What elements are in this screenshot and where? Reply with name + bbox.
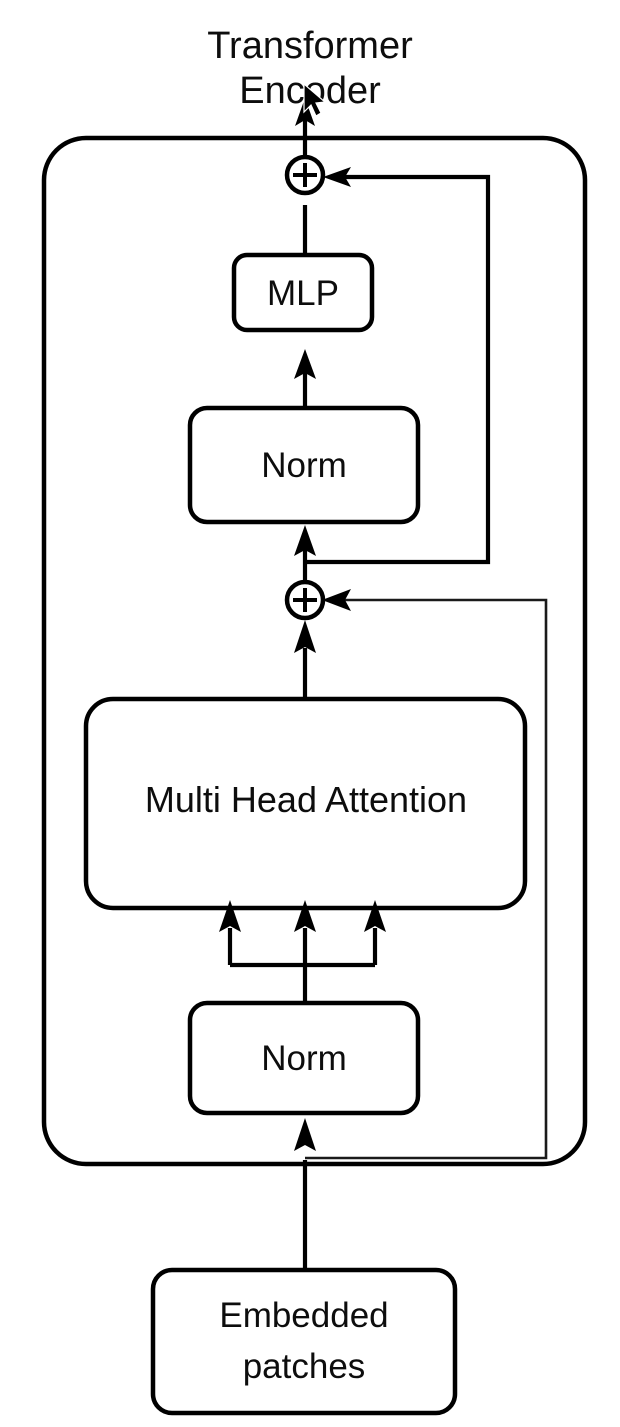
arrowhead-add-to-normtop — [294, 525, 316, 556]
diagram-title-line-1: Transformer — [207, 25, 413, 67]
residual-add-mlp — [284, 154, 326, 196]
node-norm-top-box[interactable] — [187, 405, 421, 525]
arrowhead-normtop-to-mlp — [294, 349, 316, 379]
node-embedded-patches-box[interactable] — [150, 1267, 458, 1416]
arrowhead-residual-attention — [322, 589, 351, 611]
node-embedded-patches-label-line-1: Embedded — [219, 1296, 388, 1335]
arrowhead-output — [295, 98, 315, 126]
node-embedded-patches-label-line-2: patches — [243, 1347, 366, 1386]
node-mlp-label: MLP — [267, 274, 339, 313]
node-multi-head-attention-label: Multi Head Attention — [145, 779, 467, 820]
node-mlp-box[interactable] — [231, 252, 375, 333]
arrowhead-embedded-to-normbottom — [294, 1118, 316, 1151]
arrowhead-attention-query — [219, 900, 241, 932]
node-norm-top-label: Norm — [261, 446, 347, 485]
arrowhead-attention-to-add — [294, 620, 316, 653]
edge-embedded-to-normbottom — [294, 1118, 316, 1270]
edge-residual-attention — [305, 589, 548, 1160]
edge-residual-mlp — [305, 167, 491, 565]
node-norm-bottom-label: Norm — [261, 1039, 347, 1078]
node-norm-bottom-box[interactable] — [187, 1000, 421, 1116]
residual-add-attention — [284, 579, 326, 621]
arrowhead-attention-key — [294, 900, 316, 932]
encoder-container-box — [41, 135, 588, 1167]
arrowhead-residual-mlp — [323, 167, 351, 187]
edge-normbottom-to-attention — [219, 900, 386, 1003]
mouse-pointer-icon — [303, 82, 327, 117]
arrowhead-attention-value — [364, 900, 386, 932]
